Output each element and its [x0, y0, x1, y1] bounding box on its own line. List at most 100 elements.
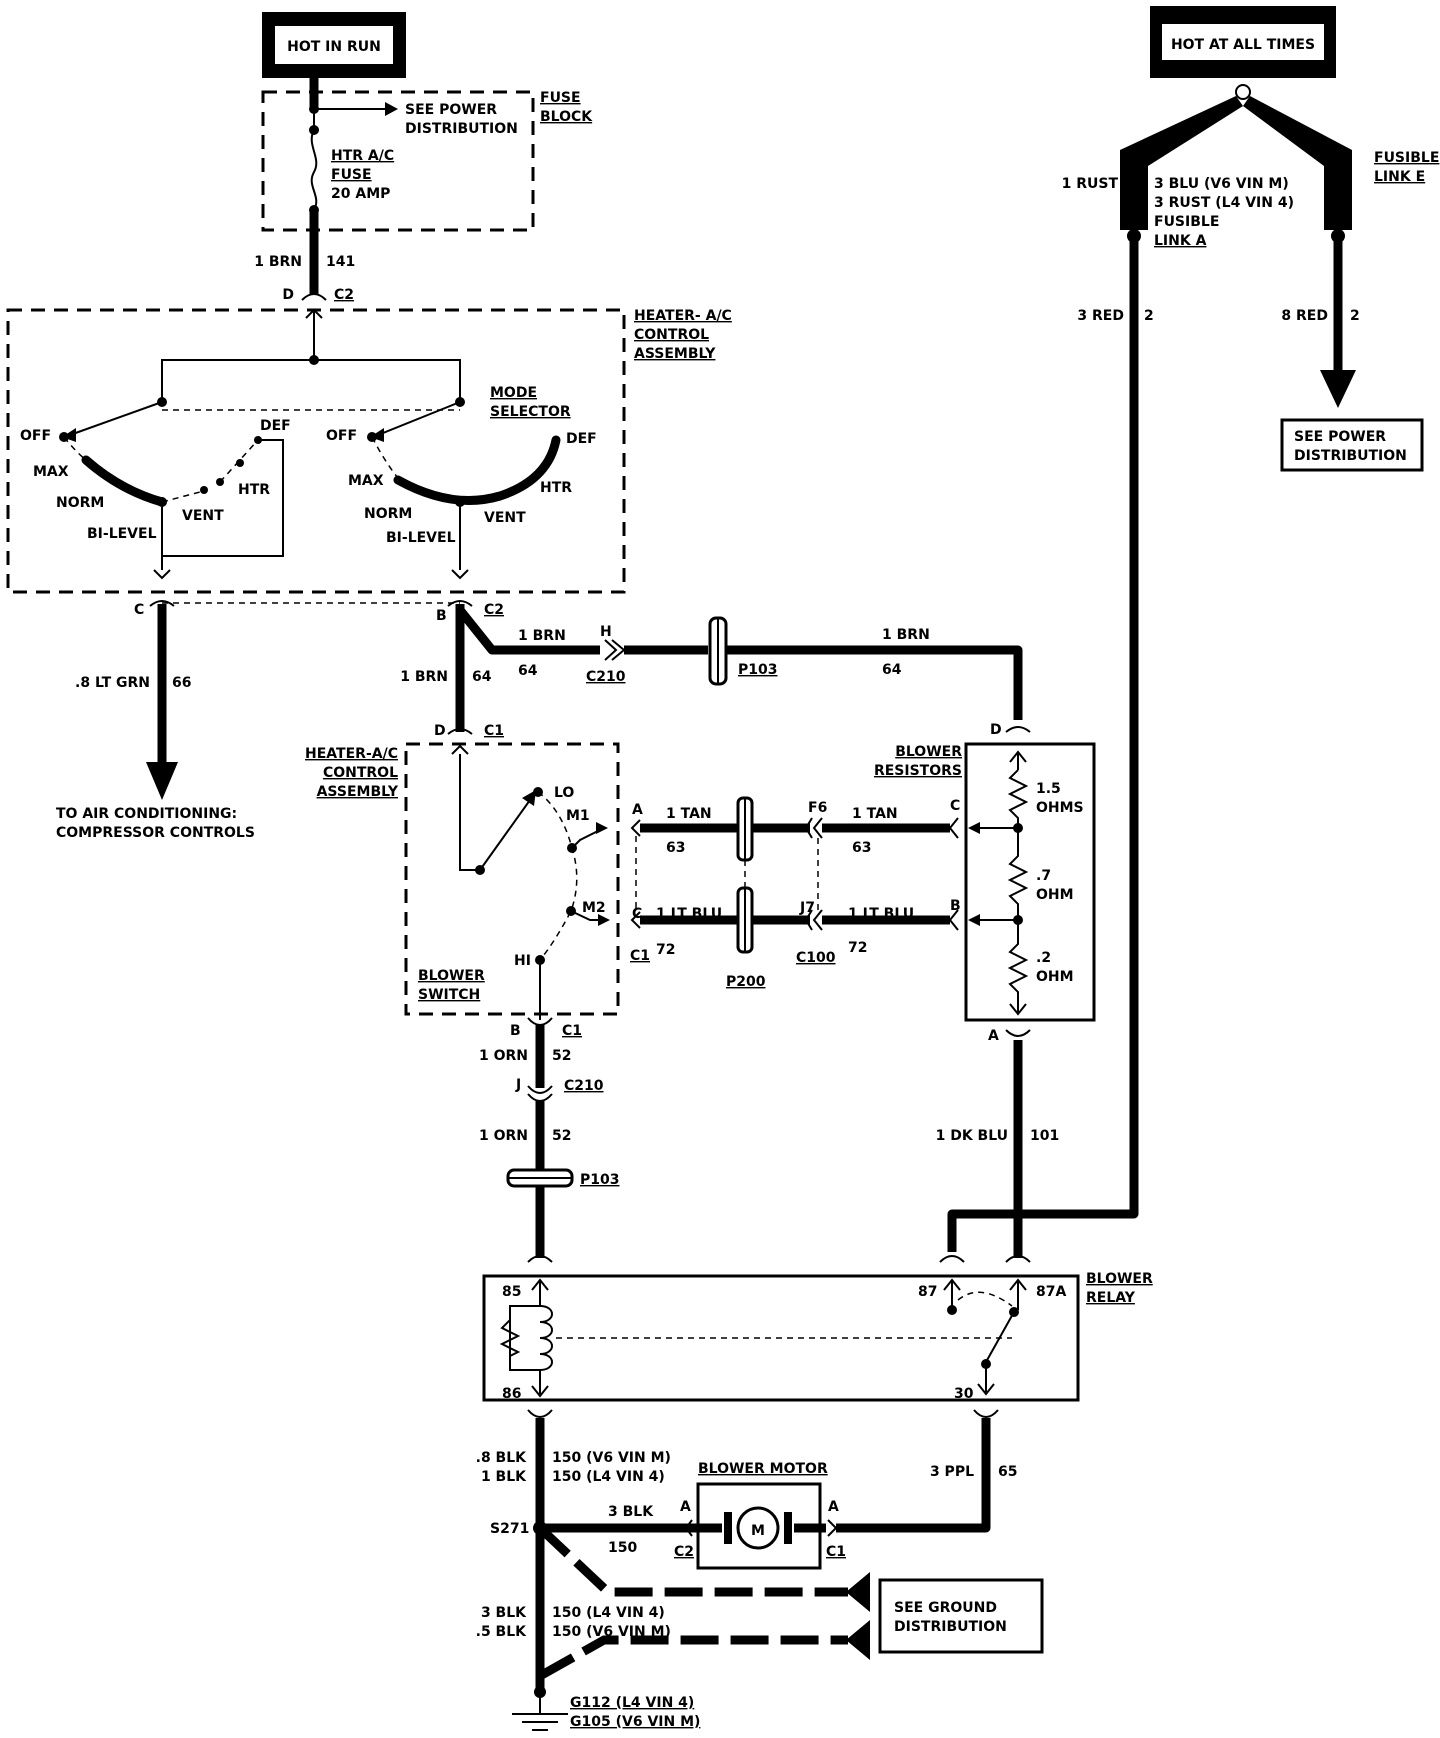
svg-text:H: H	[600, 624, 612, 640]
svg-text:OHM: OHM	[1036, 969, 1074, 985]
svg-text:.7: .7	[1036, 868, 1051, 884]
svg-text:COMPRESSOR CONTROLS: COMPRESSOR CONTROLS	[56, 825, 255, 841]
resistor-0-7-ohm	[1007, 828, 1029, 920]
svg-text:72: 72	[848, 940, 867, 956]
see-ground-distribution-box	[878, 1578, 1044, 1654]
svg-text:P103: P103	[580, 1172, 619, 1188]
svg-text:C: C	[950, 798, 960, 814]
svg-text:3 BLK: 3 BLK	[481, 1605, 527, 1621]
svg-text:F6: F6	[808, 800, 827, 816]
svg-text:64: 64	[518, 663, 538, 679]
svg-text:G112 (L4 VIN 4): G112 (L4 VIN 4)	[570, 1695, 694, 1711]
motor-icon	[736, 1506, 780, 1550]
svg-text:1 TAN: 1 TAN	[852, 806, 898, 822]
svg-text:63: 63	[666, 840, 685, 856]
fuse-icon	[310, 129, 318, 211]
fuse-block-title: FUSE	[540, 90, 581, 106]
fuse-block-box	[261, 90, 535, 232]
fusible-link-e-label: FUSIBLE	[1374, 150, 1439, 166]
svg-text:C1: C1	[562, 1023, 582, 1039]
svg-text:8 RED: 8 RED	[1281, 308, 1328, 324]
svg-text:1 DK BLU: 1 DK BLU	[936, 1128, 1008, 1144]
resistor-1-5-ohms	[1007, 769, 1029, 828]
svg-text:DEF: DEF	[566, 431, 597, 447]
svg-text:3 BLU (V6 VIN M): 3 BLU (V6 VIN M)	[1154, 176, 1289, 192]
svg-text:MAX: MAX	[348, 473, 384, 489]
svg-text:LINK A: LINK A	[1154, 233, 1207, 249]
svg-text:ASSEMBLY: ASSEMBLY	[634, 346, 716, 362]
svg-text:63: 63	[852, 840, 871, 856]
svg-text:S271: S271	[490, 1521, 529, 1537]
svg-text:64: 64	[472, 669, 492, 685]
svg-text:150: 150	[608, 1540, 637, 1556]
svg-text:BLOCK: BLOCK	[540, 109, 593, 125]
svg-text:P103: P103	[738, 662, 777, 678]
svg-text:A: A	[632, 802, 643, 818]
svg-text:150 (V6 VIN M): 150 (V6 VIN M)	[552, 1450, 671, 1466]
svg-text:J: J	[515, 1077, 521, 1093]
svg-text:3 PPL: 3 PPL	[930, 1464, 974, 1480]
svg-text:.5 BLK: .5 BLK	[476, 1624, 528, 1640]
svg-text:SWITCH: SWITCH	[418, 987, 480, 1003]
svg-text:NORM: NORM	[56, 495, 104, 511]
arrow-ac	[146, 762, 178, 800]
svg-text:OHM: OHM	[1036, 887, 1074, 903]
svg-text:72: 72	[656, 942, 675, 958]
svg-text:2: 2	[1144, 308, 1154, 324]
svg-text:101: 101	[1030, 1128, 1059, 1144]
svg-text:D: D	[282, 287, 294, 303]
svg-text:3 RED: 3 RED	[1077, 308, 1124, 324]
svg-text:C1: C1	[484, 723, 504, 739]
see-power-label: SEE POWER	[405, 102, 497, 118]
svg-text:85: 85	[502, 1284, 521, 1300]
svg-text:VENT: VENT	[484, 510, 526, 526]
svg-text:1 RUST: 1 RUST	[1062, 176, 1119, 192]
svg-text:FUSE: FUSE	[331, 167, 372, 183]
svg-text:1 BRN: 1 BRN	[400, 669, 448, 685]
wire-141-circuit: 141	[326, 254, 355, 270]
svg-text:3 BLK: 3 BLK	[608, 1504, 654, 1520]
arrow-see-power	[1320, 370, 1356, 408]
svg-text:52: 52	[552, 1048, 571, 1064]
resistor-0-2-ohm	[1007, 920, 1029, 1012]
svg-text:1 TAN: 1 TAN	[666, 806, 712, 822]
wire-141-color: 1 BRN	[254, 254, 302, 270]
svg-text:MAX: MAX	[33, 464, 69, 480]
svg-text:DISTRIBUTION: DISTRIBUTION	[1294, 448, 1407, 464]
svg-text:C: C	[134, 602, 144, 618]
svg-text:BI-LEVEL: BI-LEVEL	[87, 526, 157, 542]
svg-text:OFF: OFF	[20, 428, 51, 444]
svg-text:1.5: 1.5	[1036, 781, 1061, 797]
svg-text:.2: .2	[1036, 950, 1051, 966]
hot-in-run-label: HOT IN RUN	[287, 39, 381, 55]
svg-text:DISTRIBUTION: DISTRIBUTION	[405, 121, 518, 137]
svg-text:A: A	[988, 1028, 999, 1044]
svg-text:1 BLK: 1 BLK	[481, 1469, 527, 1485]
hot-at-all-times-label: HOT AT ALL TIMES	[1171, 37, 1315, 53]
svg-text:M1: M1	[566, 808, 590, 824]
svg-text:66: 66	[172, 675, 191, 691]
svg-text:1 LT BLU: 1 LT BLU	[848, 906, 914, 922]
svg-text:RELAY: RELAY	[1086, 1290, 1136, 1306]
to-air-conditioning-label: TO AIR CONDITIONING:	[56, 806, 237, 822]
svg-text:BI-LEVEL: BI-LEVEL	[386, 530, 456, 546]
svg-text:1 LT BLU: 1 LT BLU	[656, 906, 722, 922]
svg-text:C2: C2	[674, 1544, 694, 1560]
svg-text:B: B	[510, 1023, 521, 1039]
svg-text:SEE GROUND: SEE GROUND	[894, 1600, 997, 1616]
svg-text:OHMS: OHMS	[1036, 800, 1084, 816]
svg-text:ASSEMBLY: ASSEMBLY	[317, 784, 399, 800]
svg-text:A: A	[680, 1499, 691, 1515]
svg-text:C1: C1	[826, 1544, 846, 1560]
svg-text:CONTROL: CONTROL	[634, 327, 709, 343]
svg-text:M: M	[751, 1523, 765, 1539]
svg-text:J7: J7	[799, 900, 815, 916]
svg-text:150 (V6 VIN M): 150 (V6 VIN M)	[552, 1624, 671, 1640]
svg-text:52: 52	[552, 1128, 571, 1144]
svg-text:D: D	[434, 723, 446, 739]
svg-text:RESISTORS: RESISTORS	[874, 763, 962, 779]
svg-text:1 ORN: 1 ORN	[479, 1128, 528, 1144]
svg-text:M2: M2	[582, 900, 606, 916]
svg-text:150 (L4 VIN 4): 150 (L4 VIN 4)	[552, 1469, 665, 1485]
